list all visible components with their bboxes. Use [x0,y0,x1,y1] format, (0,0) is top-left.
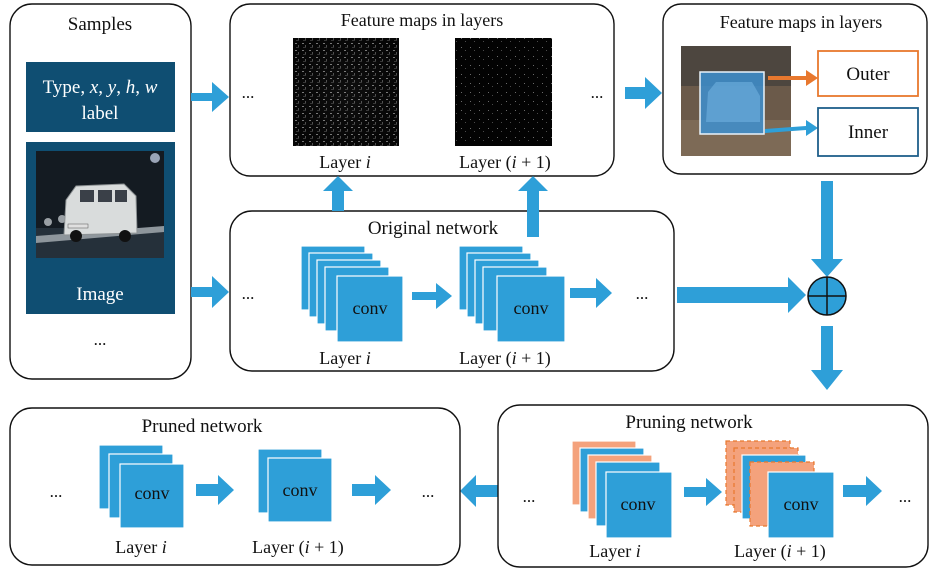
pruned-arrow-1 [196,475,234,505]
outer-label: Outer [846,64,890,85]
arrow-pruning-to-pruned [460,475,498,507]
inner-box [817,107,919,157]
original-conv-label-i: conv [353,298,388,318]
arrow-samples-to-network [191,276,229,308]
original-arrow-1 [412,283,452,309]
detection-photo [681,46,791,156]
arrow-to-inner [765,120,818,136]
inner-label: Inner [848,122,889,143]
original-conv-label-next: conv [514,298,549,318]
feature-map-layer-i [293,38,399,146]
original-arrow-2 [570,278,612,308]
sample-image-panel [26,142,175,314]
pruning-ellipsis-left: ... [523,487,536,506]
original-ellipsis-right: ... [636,284,649,303]
pruned-conv-label-next: conv [283,480,318,500]
pruning-conv-label-next: conv [784,494,819,514]
pruned-caption-i: Layer i [115,537,166,557]
arrow-samples-to-feature-maps [191,82,229,112]
original-caption-i: Layer i [319,348,370,368]
pruned-arrow-2 [352,475,391,505]
original-conv-stack-next [458,245,566,343]
pruning-ellipsis-right: ... [899,487,912,506]
pruned-conv-stack-next [257,448,333,523]
pruning-conv-stack-next [725,440,835,539]
pruned-conv-label-i: conv [135,483,170,503]
arrow-to-outer [768,70,818,86]
annotation-line2: label [82,103,119,124]
outer-box [817,50,919,97]
arrow-network-to-combine [677,277,806,313]
pruning-arrow-1 [684,478,722,506]
samples-panel [9,3,192,380]
pruning-network-panel [497,404,929,568]
arrow-network-to-feature-next [518,176,548,237]
annotation-box [26,62,175,132]
feature-maps-title: Feature maps in layers [341,10,503,30]
samples-more: ... [94,330,107,349]
pruned-network-panel [9,407,461,566]
feature-map-caption-next: Layer (i + 1) [459,152,551,173]
pruned-ellipsis-left: ... [50,482,63,501]
pruned-conv-stack-i [98,444,185,529]
arrow-network-to-feature-i [323,176,353,211]
feature-maps-ellipsis-left: ... [242,83,255,102]
arrow-feature-to-right [625,77,662,109]
feature-map-caption-i: Layer i [319,152,370,172]
pruning-network-title: Pruning network [625,412,753,433]
pruned-caption-next: Layer (i + 1) [252,537,344,558]
feature-maps-right-title: Feature maps in layers [720,12,882,32]
van-shape [63,183,138,242]
image-label: Image [76,284,123,305]
original-conv-stack-i [300,245,404,343]
feature-maps-ellipsis-right: ... [591,83,604,102]
arrow-down-to-combine [811,181,843,277]
pruning-conv-label-i: conv [621,494,656,514]
pruned-ellipsis-right: ... [422,482,435,501]
arrow-combine-to-pruning [811,326,843,390]
original-network-title: Original network [368,218,499,239]
pruning-caption-i: Layer i [589,541,640,561]
original-caption-next: Layer (i + 1) [459,348,551,369]
original-ellipsis-left: ... [242,284,255,303]
feature-maps-right-panel [662,3,928,175]
pruning-arrow-2 [843,476,882,506]
feature-map-layer-next [455,38,552,146]
combine-symbol [807,276,847,316]
pruning-caption-next: Layer (i + 1) [734,541,826,562]
samples-title: Samples [68,14,132,35]
pruned-network-title: Pruned network [142,416,263,437]
pruning-conv-stack-i [571,440,673,539]
feature-maps-panel [229,3,615,177]
annotation-line1: Type, x, y, h, w [43,77,158,98]
original-network-panel [229,210,675,372]
